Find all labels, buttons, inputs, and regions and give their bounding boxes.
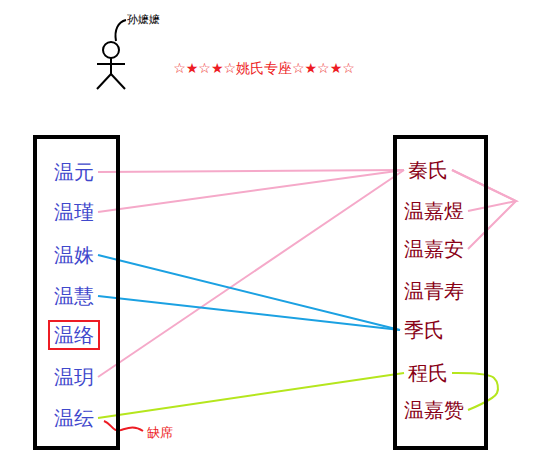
- connector: [98, 170, 404, 172]
- connector: [98, 296, 400, 330]
- seat-box: ☆★☆★☆姚氏专座☆★☆★☆: [150, 38, 378, 100]
- connector: [98, 170, 404, 212]
- node-text: 温瑾: [54, 200, 94, 224]
- figure-head: [103, 42, 119, 58]
- figure-arms: [97, 63, 125, 65]
- node-text: 程氏: [408, 361, 448, 385]
- group-frame: 温元温瑾温姝温慧温络温玥温纭: [33, 135, 120, 450]
- node-text: 温嘉赞: [404, 398, 464, 422]
- stick-figure: [97, 20, 126, 89]
- node-text: ☆★☆★☆姚氏专座☆★☆★☆: [173, 60, 355, 78]
- node-text: 温玥: [54, 365, 94, 389]
- connector: [98, 255, 400, 330]
- highlighted-name: 温络: [48, 320, 100, 350]
- absent-squiggle: [104, 421, 143, 431]
- person-name: 温姝: [53, 243, 95, 267]
- person-name: 温玥: [53, 365, 95, 389]
- node-text: 温嘉安: [404, 237, 464, 261]
- person-label: 孙嬷嬷: [127, 12, 160, 27]
- person-name: 温纭: [53, 406, 95, 430]
- figure-leg: [97, 74, 111, 89]
- node-text: 温嘉煜: [404, 199, 464, 223]
- connector: [98, 170, 404, 377]
- person-name: 季氏: [403, 318, 445, 342]
- group-frame: 秦氏温嘉煜温嘉安温青寿季氏程氏温嘉赞: [393, 135, 488, 450]
- node-text: 温青寿: [404, 279, 464, 303]
- person-name: 秦氏: [407, 158, 449, 182]
- figure-leg: [111, 74, 125, 89]
- figure-body: [110, 58, 112, 74]
- person-name: 温青寿: [403, 279, 465, 303]
- note-label: 缺席: [147, 424, 173, 442]
- node-text: 温姝: [54, 243, 94, 267]
- person-name: 温嘉安: [403, 237, 465, 261]
- person-name: 温嘉煜: [403, 199, 465, 223]
- leader-line: [115, 20, 126, 41]
- node-text: 温纭: [54, 406, 94, 430]
- person-name: 温瑾: [53, 200, 95, 224]
- node-text: 秦氏: [408, 158, 448, 182]
- person-name: 温嘉赞: [403, 398, 465, 422]
- node-text: 温慧: [54, 284, 94, 308]
- node-text: 温元: [54, 160, 94, 184]
- node-text: 温络: [54, 323, 94, 347]
- connector: [98, 373, 404, 418]
- person-name: 温元: [53, 160, 95, 184]
- person-name: 温慧: [53, 284, 95, 308]
- person-name: 程氏: [407, 361, 449, 385]
- node-text: 季氏: [404, 318, 444, 342]
